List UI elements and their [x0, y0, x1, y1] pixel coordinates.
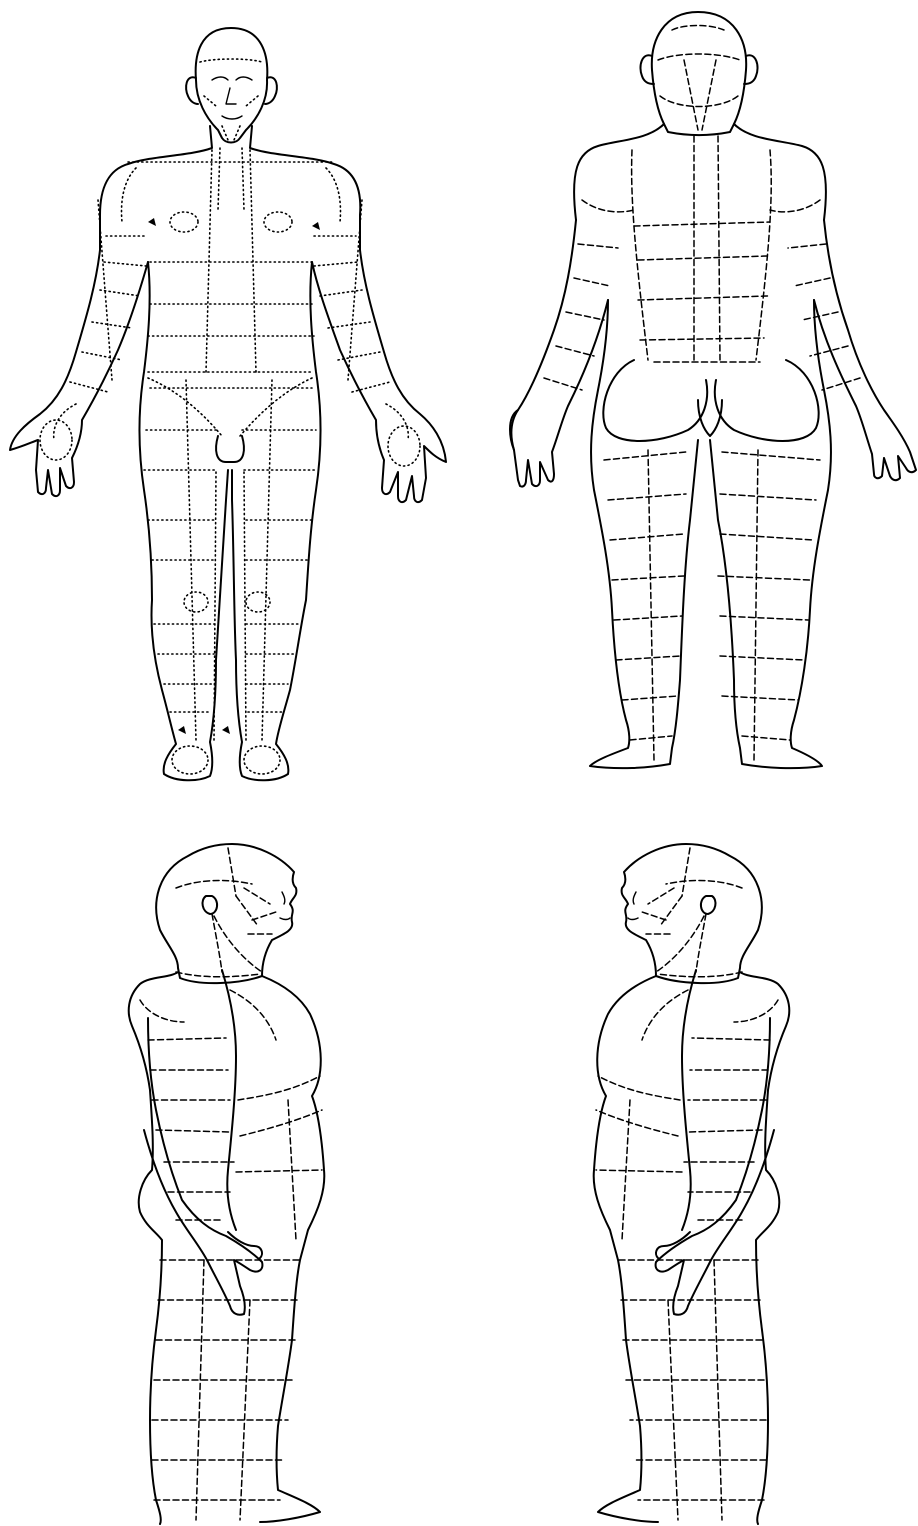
- right-lateral-body-svg: [458, 800, 918, 1526]
- anterior-body-svg: [0, 0, 460, 790]
- posterior-view: [458, 0, 918, 790]
- right-lateral-dermatome-lines: [596, 848, 778, 1520]
- posterior-body-svg: [458, 0, 918, 790]
- left-lateral-dermatome-lines: [140, 848, 322, 1520]
- right-lateral-view: [458, 800, 918, 1526]
- left-lateral-body-svg: [0, 800, 460, 1526]
- left-lateral-view: [0, 800, 460, 1526]
- right-lateral-outline: [594, 844, 790, 1524]
- anterior-dermatome-lines: [40, 59, 420, 774]
- posterior-outline: [510, 12, 916, 768]
- left-lateral-outline: [129, 844, 325, 1524]
- anterior-view: [0, 0, 460, 790]
